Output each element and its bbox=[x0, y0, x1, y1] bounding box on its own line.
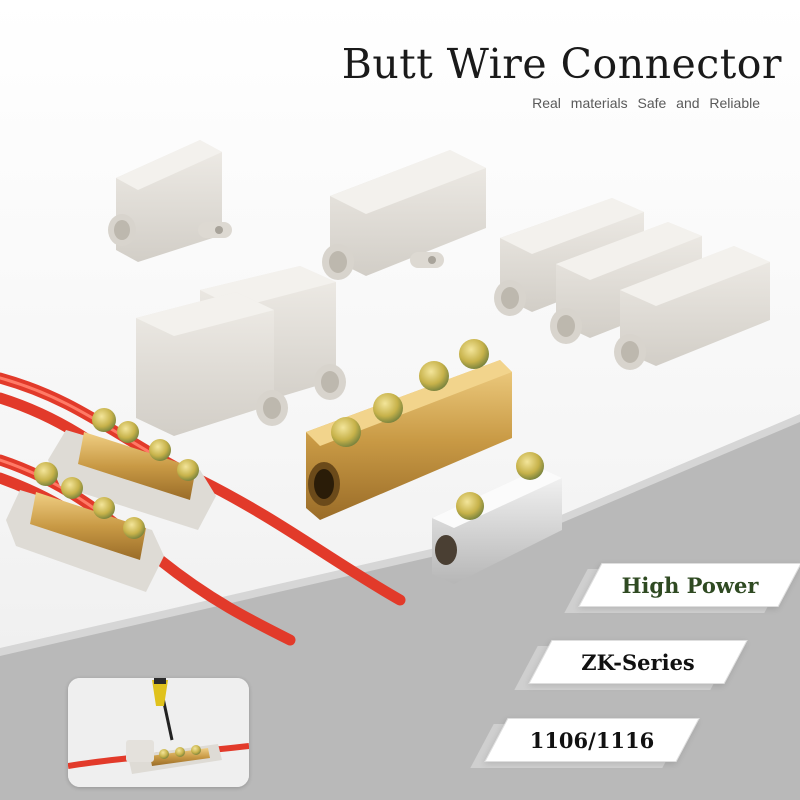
page-title: Butt Wire Connector bbox=[341, 40, 782, 88]
page-subtitle: Real materials Safe and Reliable bbox=[532, 95, 760, 111]
gray-band-highlight bbox=[0, 414, 800, 656]
open-connector-upper bbox=[48, 408, 216, 530]
housing-top-left bbox=[108, 140, 232, 262]
badge-model-numbers-label: 1106/1116 bbox=[529, 727, 655, 753]
housing-middle-pair bbox=[136, 266, 346, 436]
housing-top-middle bbox=[322, 150, 486, 280]
housing-right-group bbox=[494, 198, 770, 370]
nickel-terminal-block bbox=[432, 452, 562, 584]
badge-high-power: High Power bbox=[564, 563, 800, 613]
brass-terminal-bar bbox=[306, 339, 512, 520]
badge-series: ZK-Series bbox=[514, 640, 748, 690]
badge-high-power-label: High Power bbox=[621, 572, 759, 598]
open-connector-lower bbox=[6, 462, 164, 592]
badge-series-label: ZK-Series bbox=[581, 649, 695, 675]
inset-scene bbox=[68, 678, 249, 787]
badge-model-numbers: 1106/1116 bbox=[470, 718, 700, 768]
installation-inset-photo bbox=[68, 678, 249, 787]
